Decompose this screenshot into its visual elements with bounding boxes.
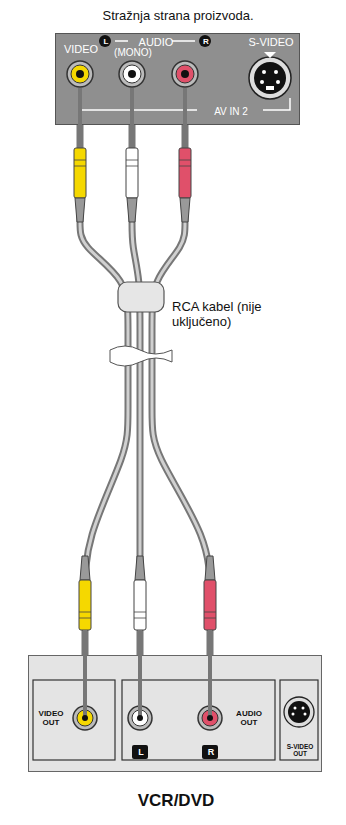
device-name: VCR/DVD bbox=[138, 792, 215, 811]
jack-label: S-VIDEO OUT bbox=[283, 743, 317, 757]
rca-plugs-bottom bbox=[79, 556, 216, 630]
vcr-dvd-panel: VIDEO OUTLRAUDIO OUTS-VIDEO OUTVCR/DVD bbox=[28, 655, 322, 772]
channel-mark: R bbox=[208, 748, 215, 758]
cable-break bbox=[110, 346, 172, 366]
jack-label: AUDIO OUT bbox=[231, 710, 267, 728]
jack-label: VIDEO OUT bbox=[36, 710, 66, 728]
jack-label: VIDEO bbox=[64, 43, 98, 55]
jack-label: AUDIO bbox=[139, 36, 174, 48]
jack-label: (MONO) bbox=[114, 47, 152, 58]
channel-mark: R bbox=[203, 38, 209, 47]
channel-mark: L bbox=[104, 38, 109, 47]
av-in-jacks bbox=[67, 35, 291, 110]
rca-plugs-top bbox=[74, 88, 191, 222]
cable-clip bbox=[118, 282, 164, 312]
vcr-jacks bbox=[33, 630, 318, 760]
channel-mark: L bbox=[138, 748, 144, 758]
jack-label: S-VIDEO bbox=[248, 36, 293, 48]
input-name: AV IN 2 bbox=[214, 106, 248, 117]
panel-heading: Stražnja strana proizvoda. bbox=[102, 9, 253, 23]
cable-note: RCA kabel (nije uključeno) bbox=[172, 300, 292, 330]
